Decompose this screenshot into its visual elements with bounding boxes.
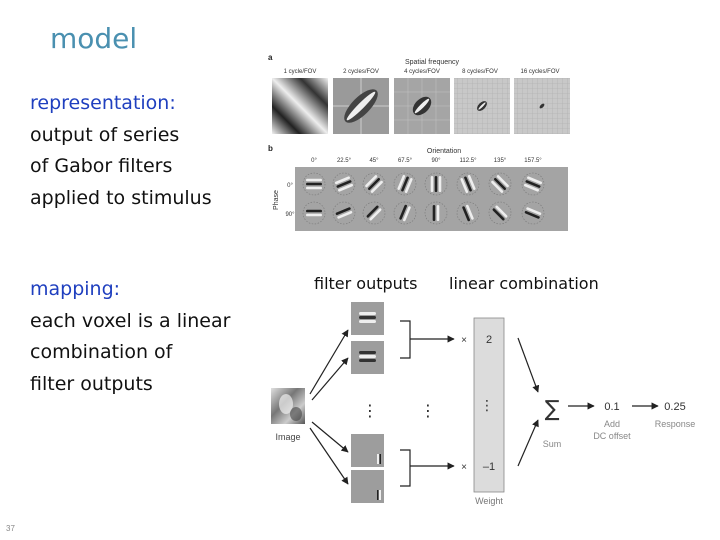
gabor-sf-4	[454, 78, 510, 134]
linear-combination-label: linear combination	[449, 274, 599, 293]
filter-output-1	[351, 302, 384, 335]
mapping-line-3: filter outputs	[30, 372, 153, 395]
arrow-weight-bottom-to-sum	[517, 419, 539, 467]
gabor-patch	[521, 201, 545, 225]
orientation-3: 67.5°	[398, 158, 413, 164]
gabor-patch	[424, 201, 448, 225]
sf-label-1: 1 cycle/FOV	[284, 69, 317, 75]
orientation-title: Orientation	[427, 148, 461, 155]
orientation-5: 112.5°	[460, 158, 478, 164]
arrow-image-to-filter-2	[311, 357, 349, 401]
arrow-image-to-filter-n1	[311, 421, 349, 453]
gabor-patch	[488, 201, 512, 225]
representation-line-1: output of series	[30, 123, 180, 146]
spatial-frequency-title: Spatial frequency	[405, 59, 460, 66]
weight-label: Weight	[475, 496, 503, 506]
gabor-filter-figure: a Spatial frequency 1 cycle/FOV 2 cycles…	[268, 53, 570, 231]
representation-heading: representation:	[30, 92, 176, 114]
weights-ellipsis: ⋮	[480, 398, 494, 414]
dc-offset-label-1: Add	[604, 419, 620, 429]
sum-label: Sum	[543, 439, 562, 449]
phase-90: 90°	[285, 212, 295, 218]
orientation-4: 90°	[431, 158, 441, 164]
gabor-patch	[362, 201, 386, 225]
stimulus-image	[271, 388, 305, 424]
gabor-patch	[424, 172, 448, 196]
phase-0: 0°	[287, 183, 293, 189]
gabor-patch	[332, 172, 356, 196]
gabor-sf-2	[333, 78, 389, 134]
gabor-patch	[456, 172, 480, 196]
slide-title: model	[50, 22, 138, 55]
response-value: 0.25	[664, 401, 685, 413]
filter-output-2	[351, 341, 384, 374]
representation-line-3: applied to stimulus	[30, 186, 212, 209]
sf-label-3: 4 cycles/FOV	[404, 69, 440, 75]
panel-a-letter: a	[268, 53, 273, 62]
dc-offset-label-2: DC offset	[593, 431, 631, 441]
weight-column	[473, 317, 505, 493]
gabor-patch	[488, 172, 512, 196]
sf-label-4: 8 cycles/FOV	[462, 69, 498, 75]
sf-label-2: 2 cycles/FOV	[343, 69, 379, 75]
panel-b-letter: b	[268, 144, 273, 153]
filter-outputs-label: filter outputs	[314, 274, 418, 293]
gabor-patch	[302, 172, 326, 196]
representation-block: representation: output of series of Gabo…	[30, 88, 212, 214]
image-label: Image	[275, 432, 300, 442]
arrow-weight-top-to-sum	[517, 337, 540, 393]
gabor-patch	[521, 172, 545, 196]
mapping-line-1: each voxel is a linear	[30, 309, 231, 332]
times-bottom: ×	[461, 462, 467, 473]
sum-symbol: ∑	[545, 397, 560, 422]
brackets-ellipsis: ⋮	[420, 401, 436, 420]
mapping-line-2: combination of	[30, 341, 173, 363]
mapping-heading: mapping:	[30, 278, 121, 300]
weight-value-2: –1	[483, 461, 495, 473]
gabor-patch	[362, 172, 386, 196]
sf-label-5: 16 cycles/FOV	[520, 69, 559, 75]
arrow-image-to-filter-n	[309, 427, 349, 485]
response-label: Response	[655, 419, 696, 429]
orientation-6: 135°	[494, 158, 507, 164]
representation-line-2: of Gabor filters	[30, 155, 173, 177]
gabor-patch	[456, 201, 480, 225]
weight-value-1: 2	[486, 334, 492, 346]
gabor-patch	[332, 201, 356, 225]
filters-ellipsis: ⋮	[362, 401, 378, 420]
dc-offset-value: 0.1	[604, 401, 619, 413]
gabor-sf-5	[514, 78, 570, 134]
gabor-patch	[302, 201, 326, 225]
orientation-2: 45°	[369, 158, 379, 164]
gabor-sf-1	[272, 78, 328, 134]
linear-model-diagram: Image ⋮ ⋮ × × 2 ⋮ –1 Weight ∑	[271, 302, 696, 506]
orientation-7: 157.5°	[524, 158, 542, 164]
orientation-1: 22.5°	[337, 158, 352, 164]
times-top: ×	[461, 335, 467, 346]
mapping-block: mapping: each voxel is a linear combinat…	[30, 274, 230, 400]
bracket-bottom	[400, 449, 411, 487]
slide-number: 37	[6, 524, 15, 533]
filter-output-n	[351, 470, 384, 503]
phase-label: Phase	[273, 190, 280, 210]
bracket-top	[400, 320, 411, 359]
gabor-sf-3	[394, 78, 450, 134]
arrow-image-to-filter-1	[309, 329, 349, 395]
orientation-0: 0°	[311, 158, 317, 164]
filter-output-n1	[351, 434, 384, 467]
